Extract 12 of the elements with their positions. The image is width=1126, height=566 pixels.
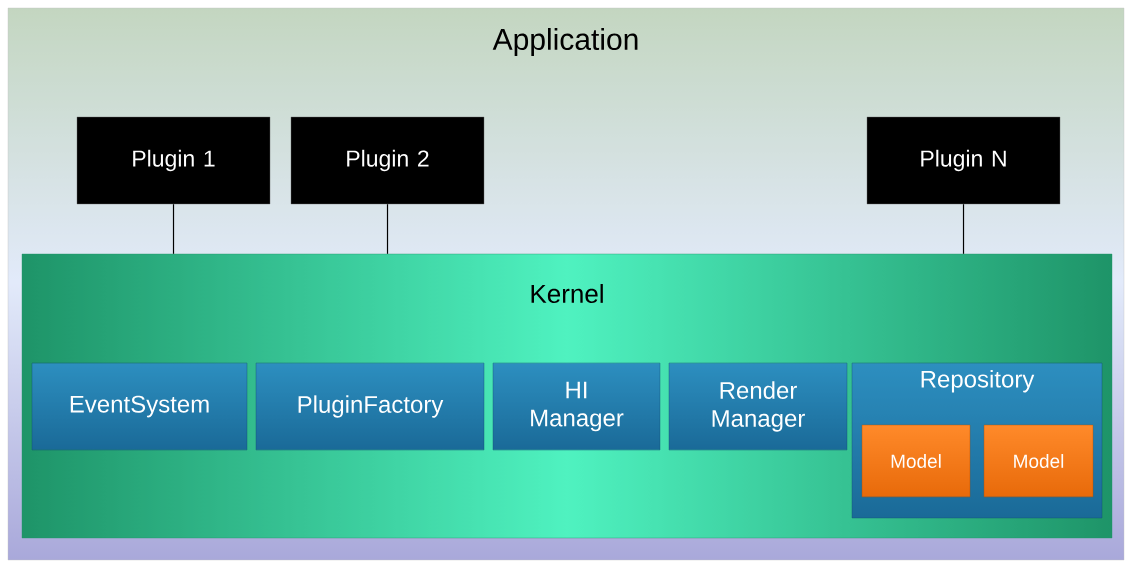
connector-line [386, 203, 389, 255]
module-box: PluginFactory [255, 362, 485, 451]
connector-line [172, 203, 175, 255]
module-box: HI Manager [492, 362, 661, 451]
model-box: Model [983, 424, 1094, 498]
model-box: Model [861, 424, 971, 498]
module-box: EventSystem [31, 362, 248, 451]
plugin-box: Plugin 1 [76, 116, 271, 205]
module-box: Render Manager [668, 362, 848, 451]
plugin-box: Plugin N [866, 116, 1061, 205]
connector-line [962, 203, 965, 255]
plugin-box: Plugin 2 [290, 116, 485, 205]
